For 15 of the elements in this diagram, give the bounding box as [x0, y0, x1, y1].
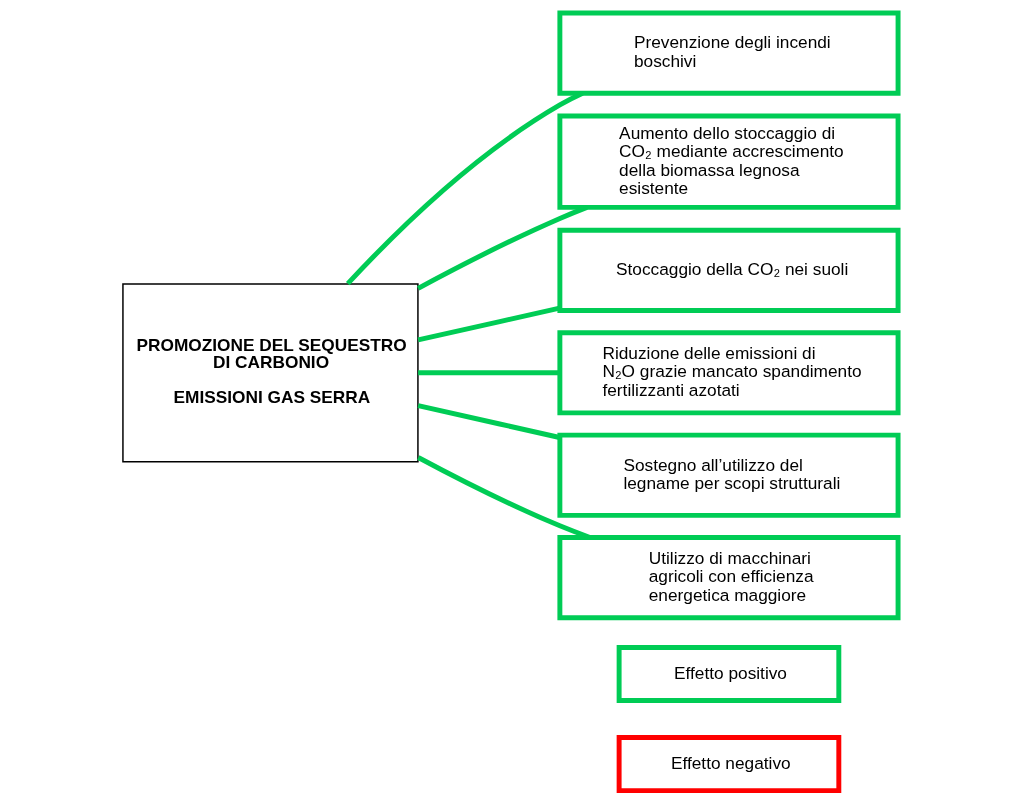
node-box: PROMOZIONE DEL SEQUESTRO DI CARBONIO EMISSIONI GAS SERRA [122, 283, 419, 463]
connector [418, 370, 560, 376]
node-box: Sostegno all’utilizzo del legname per scopi strutturali [557, 432, 901, 518]
legend-label: Effetto negativo [670, 753, 791, 774]
connector [417, 403, 561, 440]
connector [417, 205, 588, 291]
node-box: Prevenzione degli incendi boschivi [557, 10, 901, 96]
node-box: Aumento dello stoccaggio di CO₂ mediante accrescimento della biomassa legnosa esistente [557, 113, 901, 210]
connector [417, 305, 561, 343]
node-box: Utilizzo di macchinari agricoli con efficienza energetica maggiore [557, 535, 901, 621]
connector [417, 455, 591, 540]
node-box: Stoccaggio della CO₂ nei suoli [557, 227, 901, 313]
legend-label: Effetto positivo [674, 663, 787, 684]
node-box: Riduzione delle emissioni di N₂O grazie mancato spandimento fertilizzanti azotati [557, 330, 901, 416]
connector [346, 91, 584, 286]
